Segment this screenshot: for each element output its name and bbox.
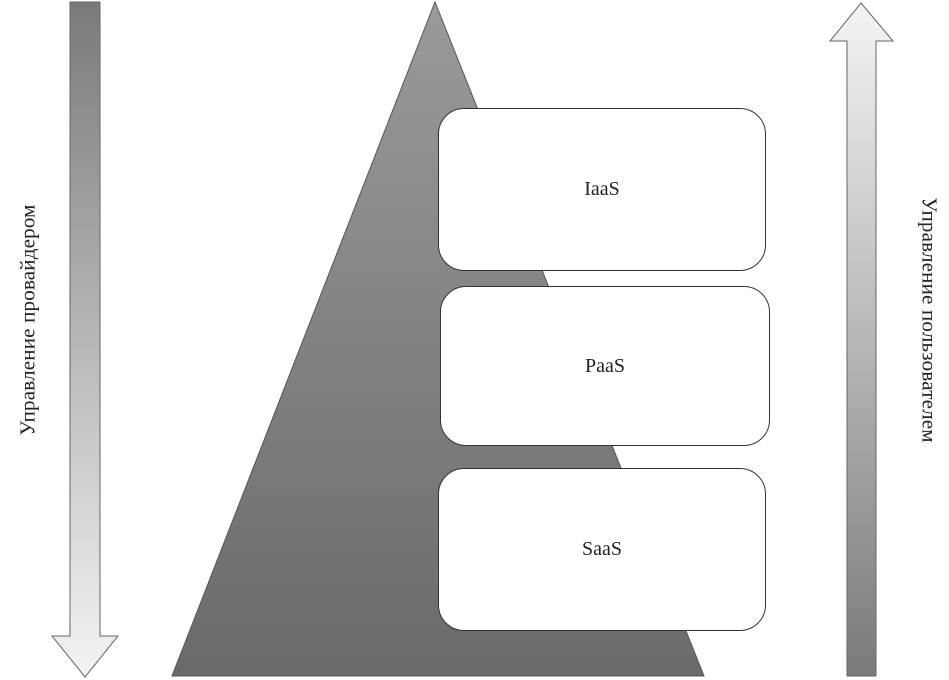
layer-box-iaas: IaaS bbox=[438, 108, 766, 271]
provider-control-label: Управление провайдером bbox=[15, 204, 40, 436]
layer-label-paas: PaaS bbox=[585, 354, 625, 377]
provider-control-arrow bbox=[50, 1, 120, 678]
user-control-label: Управление пользователем bbox=[917, 197, 942, 443]
layer-label-saas: SaaS bbox=[582, 538, 622, 560]
layer-box-saas: SaaS bbox=[438, 468, 766, 631]
user-control-arrow bbox=[828, 2, 895, 677]
layer-label-iaas: IaaS bbox=[584, 178, 620, 200]
layer-box-paas: PaaS bbox=[440, 286, 770, 446]
